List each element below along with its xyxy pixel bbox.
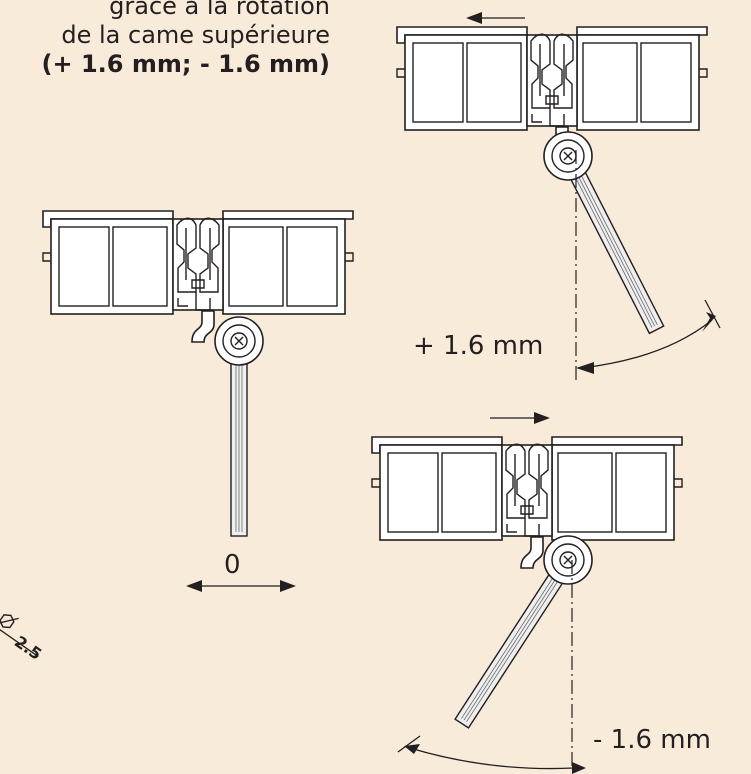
glass-panel-zero [214, 316, 264, 537]
caption-line-2: de la came supérieure [61, 21, 330, 49]
figure-zero [42, 210, 354, 592]
frame-profile-minus [371, 436, 683, 569]
caption-line-3: (+ 1.6 mm; - 1.6 mm) [41, 50, 330, 78]
figure-plus [396, 12, 721, 380]
label-minus-1-6-mm: - 1.6 mm [593, 725, 711, 755]
dimension-tick-minus [397, 735, 421, 753]
figure-minus [371, 412, 683, 774]
caption: grâce à la rotation de la came supérieur… [0, 0, 330, 79]
glass-panel-plus [543, 131, 665, 335]
dimension-tick-plus [704, 299, 721, 329]
frame-profile-zero [42, 210, 354, 343]
caption-line-1: grâce à la rotation [109, 0, 330, 20]
label-zero: 0 [224, 550, 241, 580]
arc-arrow-minus [409, 747, 575, 770]
arc-arrow-plus [581, 319, 713, 369]
hex-key-icon [0, 614, 39, 658]
label-plus-1-6-mm: + 1.6 mm [413, 331, 544, 361]
